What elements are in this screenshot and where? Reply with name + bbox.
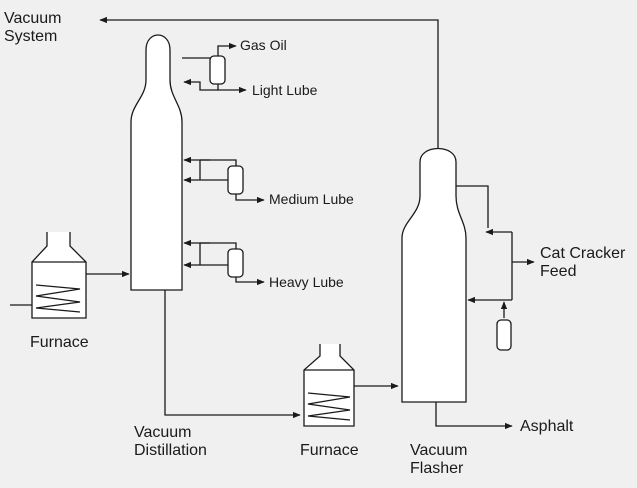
cat-cracker-feed-label-line1: Cat Cracker xyxy=(540,245,626,262)
vacuum-distillation-column xyxy=(130,34,183,291)
light-lube-line xyxy=(217,84,247,94)
furnace-left-label: Furnace xyxy=(30,334,89,351)
flasher-overhead-line xyxy=(456,185,489,228)
cat-cracker-feed-label: Cat Cracker Feed xyxy=(540,245,625,282)
heavy-lube-label: Heavy Lube xyxy=(269,274,344,290)
light-lube-label: Light Lube xyxy=(252,82,318,98)
furnace-bottom-label: Furnace xyxy=(300,442,359,459)
vacuum-system-label-line1: Vacuum xyxy=(4,10,62,27)
vacuum-system-label-line2: System xyxy=(4,28,58,46)
heavy-lube-draw-line xyxy=(200,242,237,249)
vacuum-distillation-label-line2: Distillation xyxy=(134,442,207,460)
left-furnace xyxy=(10,232,130,319)
bottom-furnace xyxy=(303,344,399,427)
medium-lube-line xyxy=(235,194,265,204)
vacuum-flasher-label: Vacuum Flasher xyxy=(410,442,468,479)
vacuum-system-label: Vacuum System xyxy=(4,10,62,47)
asphalt-label: Asphalt xyxy=(520,418,574,435)
vacuum-system-line xyxy=(99,16,439,150)
medium-lube-draw-line xyxy=(200,159,237,166)
flasher-side-drum xyxy=(496,319,512,351)
vacuum-flasher-label-line2: Flasher xyxy=(410,460,464,478)
medium-lube-return-line xyxy=(184,160,228,180)
heavy-lube-line xyxy=(235,277,265,286)
cat-cracker-feed-label-line2: Feed xyxy=(540,263,577,281)
asphalt-line xyxy=(435,402,513,430)
medium-lube-label: Medium Lube xyxy=(269,191,354,207)
vacuum-distillation-label: Vacuum Distillation xyxy=(134,424,207,461)
medium-lube-drum xyxy=(227,165,244,195)
vacuum-flasher-label-line1: Vacuum xyxy=(410,442,468,459)
light-lube-reflux-line xyxy=(183,78,218,91)
gas-oil-drum xyxy=(209,55,226,85)
column-bottoms-line xyxy=(164,290,301,419)
vacuum-flasher-vessel xyxy=(401,148,467,403)
vacuum-distillation-label-line1: Vacuum xyxy=(134,424,192,441)
heavy-lube-drum xyxy=(227,248,244,278)
gas-oil-line xyxy=(217,42,237,56)
heavy-lube-return-line xyxy=(184,243,228,265)
gas-oil-label: Gas Oil xyxy=(240,37,287,53)
cat-cracker-feed-line xyxy=(511,232,534,300)
